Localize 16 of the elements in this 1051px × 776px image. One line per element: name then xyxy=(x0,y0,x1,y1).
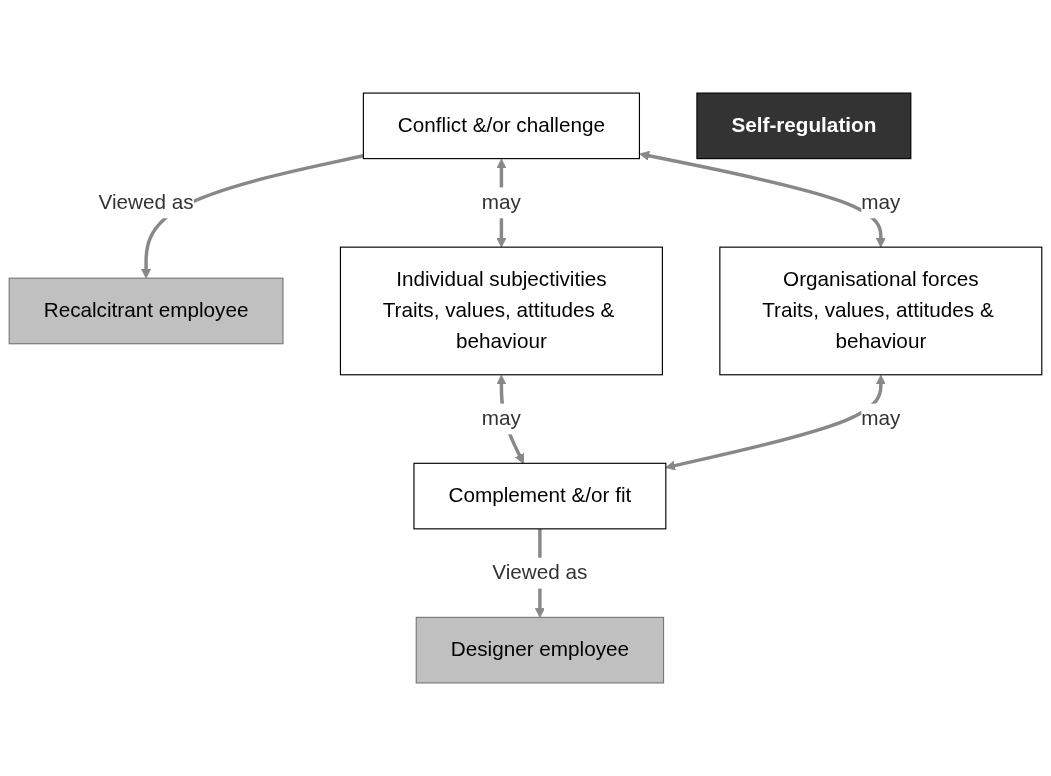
node-box: Self-regulation xyxy=(696,92,912,160)
arrow xyxy=(665,374,886,471)
edge-label: may xyxy=(481,406,521,430)
edge-label: may xyxy=(861,190,901,214)
node-box: Conflict &/or challenge xyxy=(362,92,640,160)
arrow xyxy=(639,150,886,248)
node-box: Organisational forces Traits, values, attitudes & behaviour xyxy=(719,246,1043,376)
edge-label: Viewed as xyxy=(492,561,588,585)
node-box: Recalcitrant employee xyxy=(8,277,284,345)
edge-label: may xyxy=(481,190,521,214)
node-box: Individual subjectivities Traits, values, attitudes & behaviour xyxy=(339,246,663,376)
edge-label: Viewed as xyxy=(98,190,194,214)
arrow xyxy=(141,154,364,279)
edge-label: may xyxy=(861,406,901,430)
node-box: Designer employee xyxy=(415,616,665,684)
node-box: Complement &/or fit xyxy=(413,462,667,530)
